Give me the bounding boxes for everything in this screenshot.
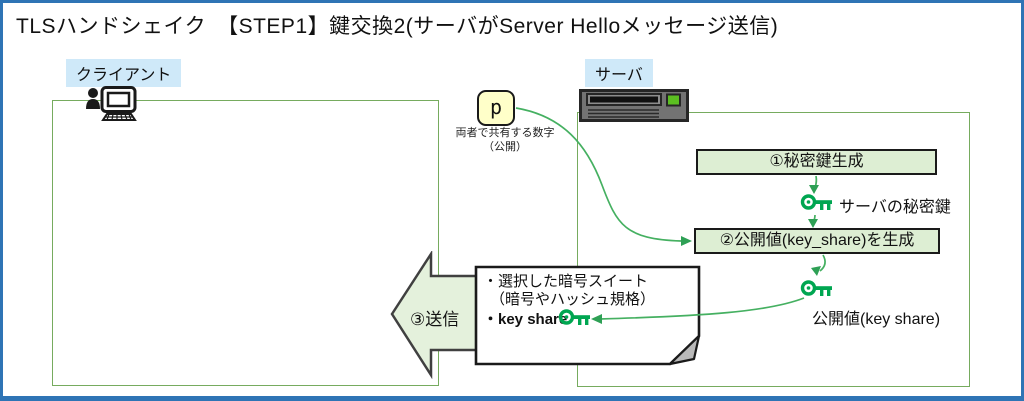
server-zone xyxy=(577,112,970,387)
step1-generate-private-key-box: ①秘密鍵生成 xyxy=(696,149,937,175)
shared-number-caption-line1: 両者で共有する数字 xyxy=(455,127,555,139)
public-value-label: 公開値(key share) xyxy=(812,311,941,328)
step2-generate-key-share-box: ②公開値(key_share)を生成 xyxy=(694,228,940,254)
server-private-key-icon xyxy=(800,194,832,210)
page-title: TLSハンドシェイク 【STEP1】鍵交換2(サーバがServer Helloメ… xyxy=(16,15,779,38)
shared-number-caption: 両者で共有する数字 （公開） xyxy=(441,127,569,154)
note-cipher-suite-line: ・選択した暗号スイート xyxy=(483,273,649,290)
server-label: サーバ xyxy=(585,59,653,87)
client-user-computer-icon xyxy=(86,86,137,121)
server-icon xyxy=(579,89,689,122)
shared-number-caption-line2: （公開） xyxy=(483,140,527,153)
key-share-key-icon xyxy=(558,309,590,325)
server-private-key-label: サーバの秘密鍵 xyxy=(839,199,951,216)
step3-send-label: ③送信 xyxy=(410,310,460,329)
shared-number-box: p xyxy=(477,90,515,126)
public-value-key-icon xyxy=(800,280,832,296)
client-zone xyxy=(52,100,439,386)
note-key-share-line: ・key share xyxy=(483,311,568,328)
client-label: クライアント xyxy=(66,59,182,87)
